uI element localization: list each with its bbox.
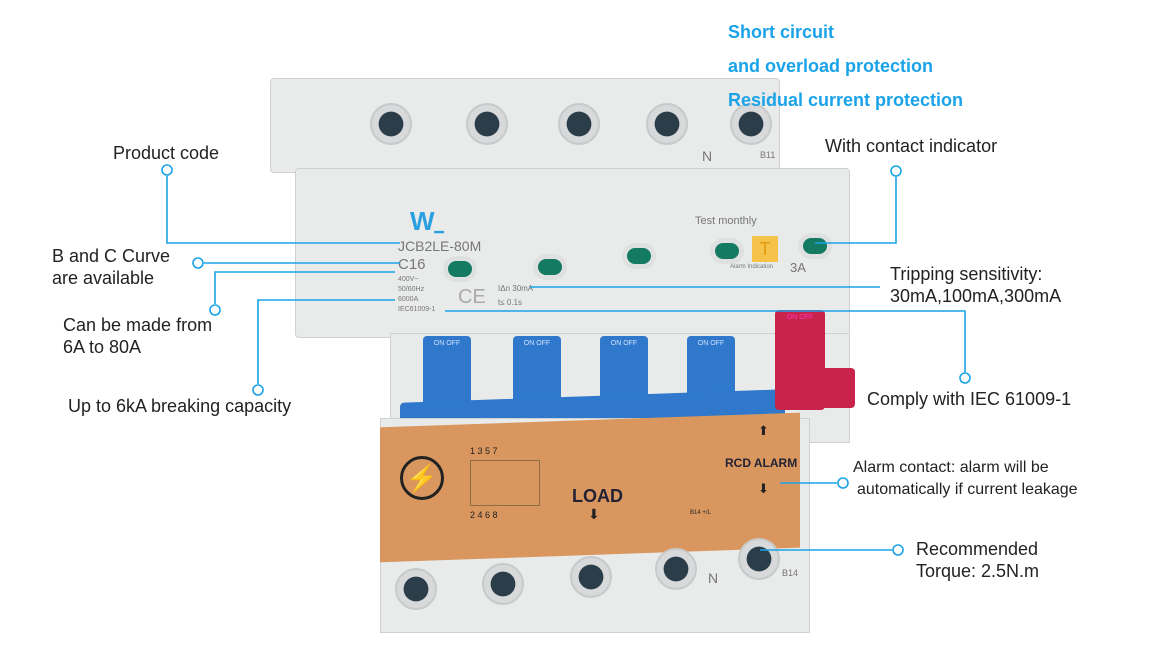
residual-current-rating: IΔn 30mA bbox=[498, 284, 534, 293]
voltage: 400V~ bbox=[398, 276, 419, 283]
callout-curve-line1: B and C Curve bbox=[52, 246, 171, 266]
bottom-terminal-code: B14 bbox=[782, 568, 799, 578]
callout-alarm-line2: automatically if current leakage bbox=[857, 481, 1078, 498]
callout-rating-line2: 6A to 80A bbox=[63, 337, 142, 357]
terminal-screw-icon bbox=[466, 103, 508, 145]
curve-rating: C16 bbox=[398, 256, 426, 273]
alarm-indication-label: Alarm Indication bbox=[730, 264, 774, 270]
callout-torque-line2: Torque: 2.5N.m bbox=[916, 561, 1040, 581]
load-text: LOAD bbox=[572, 486, 623, 506]
top-terminal-code: B11 bbox=[760, 150, 776, 160]
callout-alarm-line1: Alarm contact: alarm will be bbox=[853, 459, 1049, 476]
pole-switch-1[interactable]: ON OFF bbox=[423, 336, 471, 406]
rcd-alarm-text: RCD ALARM bbox=[725, 456, 798, 470]
up-arrow-icon: ⬆ bbox=[758, 423, 769, 438]
terminal-screw-icon bbox=[730, 103, 772, 145]
down-arrow-icon: ⬇ bbox=[758, 481, 769, 496]
terminal-screw-icon bbox=[655, 548, 697, 590]
callout-product-code: Product code bbox=[113, 143, 220, 163]
terminal-screw-icon bbox=[570, 556, 612, 598]
aux-rating: 3A bbox=[790, 260, 806, 275]
callout-curve-line2: are available bbox=[52, 268, 155, 288]
pole-switch-2[interactable]: ON OFF bbox=[513, 336, 561, 406]
contact-indicator-1 bbox=[448, 261, 472, 277]
contact-indicator-5 bbox=[803, 238, 827, 254]
contact-indicator-4 bbox=[715, 243, 739, 259]
headline-short-circuit: Short circuit bbox=[728, 22, 835, 42]
down-arrow-icon: ⬇ bbox=[588, 506, 600, 522]
trip-time: t≤ 0.1s bbox=[498, 298, 522, 307]
terminal-screw-icon bbox=[646, 103, 688, 145]
wiring-diagram bbox=[470, 460, 540, 506]
rcbo-device: N B11 W▁ JCB2LE-80M C16 400V~ 50/60Hz 60… bbox=[270, 78, 870, 638]
callout-torque-line1: Recommended bbox=[916, 539, 1039, 559]
terminal-screw-icon bbox=[395, 568, 437, 610]
contact-indicator-2 bbox=[538, 259, 562, 275]
top-n-marking: N bbox=[702, 148, 713, 164]
lightning-icon: ⚡ bbox=[400, 456, 444, 500]
callout-breaking-capacity: Up to 6kA breaking capacity bbox=[68, 396, 292, 416]
wiring-bottom-numbers: 2 4 6 8 bbox=[470, 510, 498, 520]
terminal-screw-icon bbox=[482, 563, 524, 605]
contact-indicator-3 bbox=[627, 248, 651, 264]
breaking-capacity-marking: 6000A bbox=[398, 296, 419, 303]
top-terminal-block bbox=[270, 78, 780, 173]
headline-residual: Residual current protection bbox=[728, 90, 964, 110]
rcd-handle[interactable] bbox=[780, 368, 855, 408]
test-monthly-label: Test monthly bbox=[695, 215, 757, 227]
callout-comply: Comply with IEC 61009-1 bbox=[867, 389, 1072, 409]
wiring-top-numbers: 1 3 5 7 bbox=[470, 446, 498, 456]
callout-rating-line1: Can be made from bbox=[63, 315, 213, 335]
test-button[interactable]: T bbox=[752, 236, 778, 262]
bottom-n-marking: N bbox=[708, 570, 719, 586]
ce-mark-icon: CE bbox=[458, 286, 486, 308]
terminal-screw-icon bbox=[370, 103, 412, 145]
frequency: 50/60Hz bbox=[398, 286, 425, 293]
callout-tripping-line2: 30mA,100mA,300mA bbox=[890, 286, 1062, 306]
headline-overload: and overload protection bbox=[728, 56, 934, 76]
standard-marking: IEC61009-1 bbox=[398, 306, 436, 313]
terminal-screw-icon bbox=[738, 538, 780, 580]
callout-tripping-line1: Tripping sensitivity: bbox=[890, 264, 1043, 284]
callout-contact-indicator: With contact indicator bbox=[825, 136, 998, 156]
brand-logo: W▁ bbox=[410, 206, 444, 236]
terminal-screw-icon bbox=[558, 103, 600, 145]
model-code: JCB2LE-80M bbox=[398, 238, 482, 254]
aux-terminal-marking: B14 +/L bbox=[690, 510, 711, 516]
